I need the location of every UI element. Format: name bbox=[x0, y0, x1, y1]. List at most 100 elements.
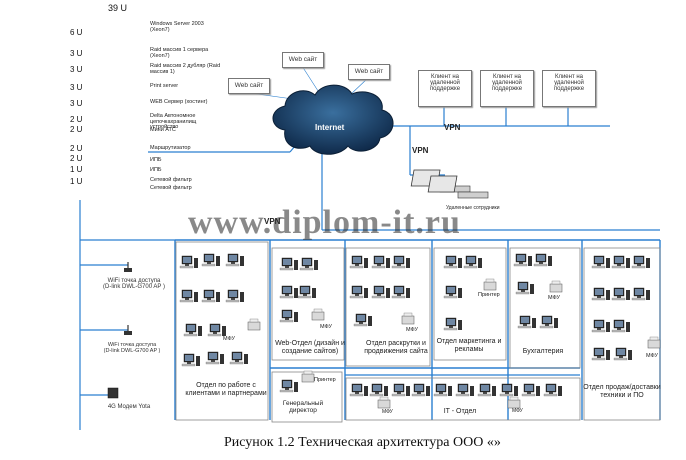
workstation bbox=[279, 285, 298, 299]
workstation bbox=[517, 315, 536, 329]
workstation bbox=[371, 255, 390, 269]
department-label: Генеральный директор bbox=[282, 400, 324, 415]
department-frame bbox=[175, 241, 269, 421]
workstation bbox=[201, 289, 220, 303]
rack-unit-label: Print server bbox=[150, 83, 179, 89]
department-label: Отдел продаж/доставки техники и ПО bbox=[583, 384, 661, 400]
workstation bbox=[201, 253, 220, 267]
vpn-label: VPN bbox=[412, 146, 429, 155]
department-label: Web-Отдел (дизайн и создание сайтов) bbox=[275, 340, 345, 356]
rack-unit-size: 6 U bbox=[70, 28, 83, 37]
workstation bbox=[411, 383, 430, 397]
printer-label: Принтер bbox=[314, 377, 336, 383]
workstation bbox=[391, 255, 410, 269]
mfu-label: МФУ bbox=[223, 336, 235, 342]
workstation bbox=[477, 383, 496, 397]
mfu-label: МФУ bbox=[512, 408, 523, 414]
wifi-antenna-icon bbox=[124, 325, 132, 335]
remote-client-box: Клиент на удаленной поддержке bbox=[418, 70, 472, 107]
network-link bbox=[301, 65, 321, 95]
department-frame bbox=[433, 247, 507, 361]
workstation bbox=[299, 257, 318, 271]
rack-unit-size: 1 U bbox=[70, 177, 83, 186]
vpn-label: VPN bbox=[444, 123, 461, 132]
workstation bbox=[631, 287, 650, 301]
workstation bbox=[353, 313, 372, 327]
department-frame bbox=[345, 247, 431, 367]
department-label: Отдел раскрутки и продвижения сайта bbox=[364, 340, 428, 356]
vpn-label: VPN bbox=[264, 217, 281, 226]
workstation bbox=[279, 379, 298, 393]
rack-unit-label: WEB Сервер (хостинг) bbox=[150, 99, 208, 105]
workstation bbox=[543, 383, 562, 397]
rack-unit-label: Windows Server 2003 (Xeon7) bbox=[150, 21, 204, 33]
remote-client-box: Клиент на удаленной поддержке bbox=[480, 70, 534, 107]
rack-unit-size: 1 U bbox=[70, 165, 83, 174]
workstation bbox=[349, 255, 368, 269]
department-frame bbox=[345, 377, 581, 421]
workstation bbox=[349, 285, 368, 299]
workstation bbox=[225, 253, 244, 267]
network-link bbox=[349, 77, 369, 96]
mfu-device bbox=[311, 308, 325, 321]
watermark: www.diplom-it.ru bbox=[188, 204, 461, 241]
modem-label: 4G Модем Yota bbox=[107, 404, 151, 410]
department-frame bbox=[271, 247, 345, 361]
workstation bbox=[513, 253, 532, 267]
workstation bbox=[205, 351, 224, 365]
mfu-device bbox=[507, 396, 521, 409]
workstation bbox=[443, 285, 462, 299]
rack-unit-label: Delta Автономное цепочкахранилищ устройс… bbox=[150, 113, 197, 130]
wifi-ap-label: WiFi точка доступа(D-link DWL-G700 AP ) bbox=[103, 278, 165, 290]
workstation bbox=[183, 323, 202, 337]
department-label: IT - Отдел bbox=[443, 408, 477, 415]
workstation bbox=[279, 257, 298, 271]
remote-client-box: Клиент на удаленной поддержке bbox=[542, 70, 596, 107]
workstation bbox=[181, 353, 200, 367]
printer-label: Принтер bbox=[478, 292, 500, 298]
workstation bbox=[225, 289, 244, 303]
workstation bbox=[349, 383, 368, 397]
rack-unit-label: Сетевой фильтр bbox=[150, 185, 192, 191]
mfu-device bbox=[549, 280, 563, 293]
workstation bbox=[391, 285, 410, 299]
mfu-label: МФУ bbox=[320, 324, 332, 330]
internet-cloud bbox=[272, 84, 394, 155]
mfu-device bbox=[377, 396, 391, 409]
rack-unit-size: 2 U bbox=[70, 154, 83, 163]
mfu-device bbox=[647, 336, 661, 349]
rack-unit-size: 2 U bbox=[70, 144, 83, 153]
workstation bbox=[591, 319, 610, 333]
rack-unit-label: Raid массив 2 дубляр (Raid массив 1) bbox=[150, 63, 221, 75]
web-site-box: Web сайт bbox=[228, 78, 270, 94]
department-frame bbox=[583, 247, 661, 421]
mfu-label: МФУ bbox=[548, 295, 560, 301]
workstation bbox=[179, 255, 198, 269]
workstation bbox=[631, 255, 650, 269]
workstation bbox=[279, 309, 298, 323]
workstation bbox=[443, 255, 462, 269]
web-site-box: Web сайт bbox=[348, 64, 390, 80]
rack-unit-label: Raid массив 1 сервера (Xeon7) bbox=[150, 47, 209, 59]
workstation bbox=[611, 319, 630, 333]
mfu-device bbox=[247, 318, 261, 331]
workstation bbox=[611, 287, 630, 301]
mfu-label: МФУ bbox=[382, 409, 393, 415]
web-site-box: Web сайт bbox=[282, 52, 324, 68]
rack-unit-size: 3 U bbox=[70, 65, 83, 74]
workstation bbox=[611, 255, 630, 269]
workstation bbox=[179, 289, 198, 303]
workstation bbox=[443, 317, 462, 331]
department-label: Отдел по работе с клиентами и партнерами bbox=[185, 382, 267, 398]
department-frame bbox=[509, 247, 581, 369]
workstation bbox=[391, 383, 410, 397]
workstation bbox=[515, 281, 534, 295]
rack-unit-size: 3 U bbox=[70, 49, 83, 58]
wifi-antenna-icon bbox=[124, 262, 132, 272]
rack-unit-size: 3 U bbox=[70, 83, 83, 92]
modem-icon bbox=[107, 387, 119, 399]
laptop-icon bbox=[427, 175, 489, 199]
internet-label: Internet bbox=[315, 123, 345, 132]
